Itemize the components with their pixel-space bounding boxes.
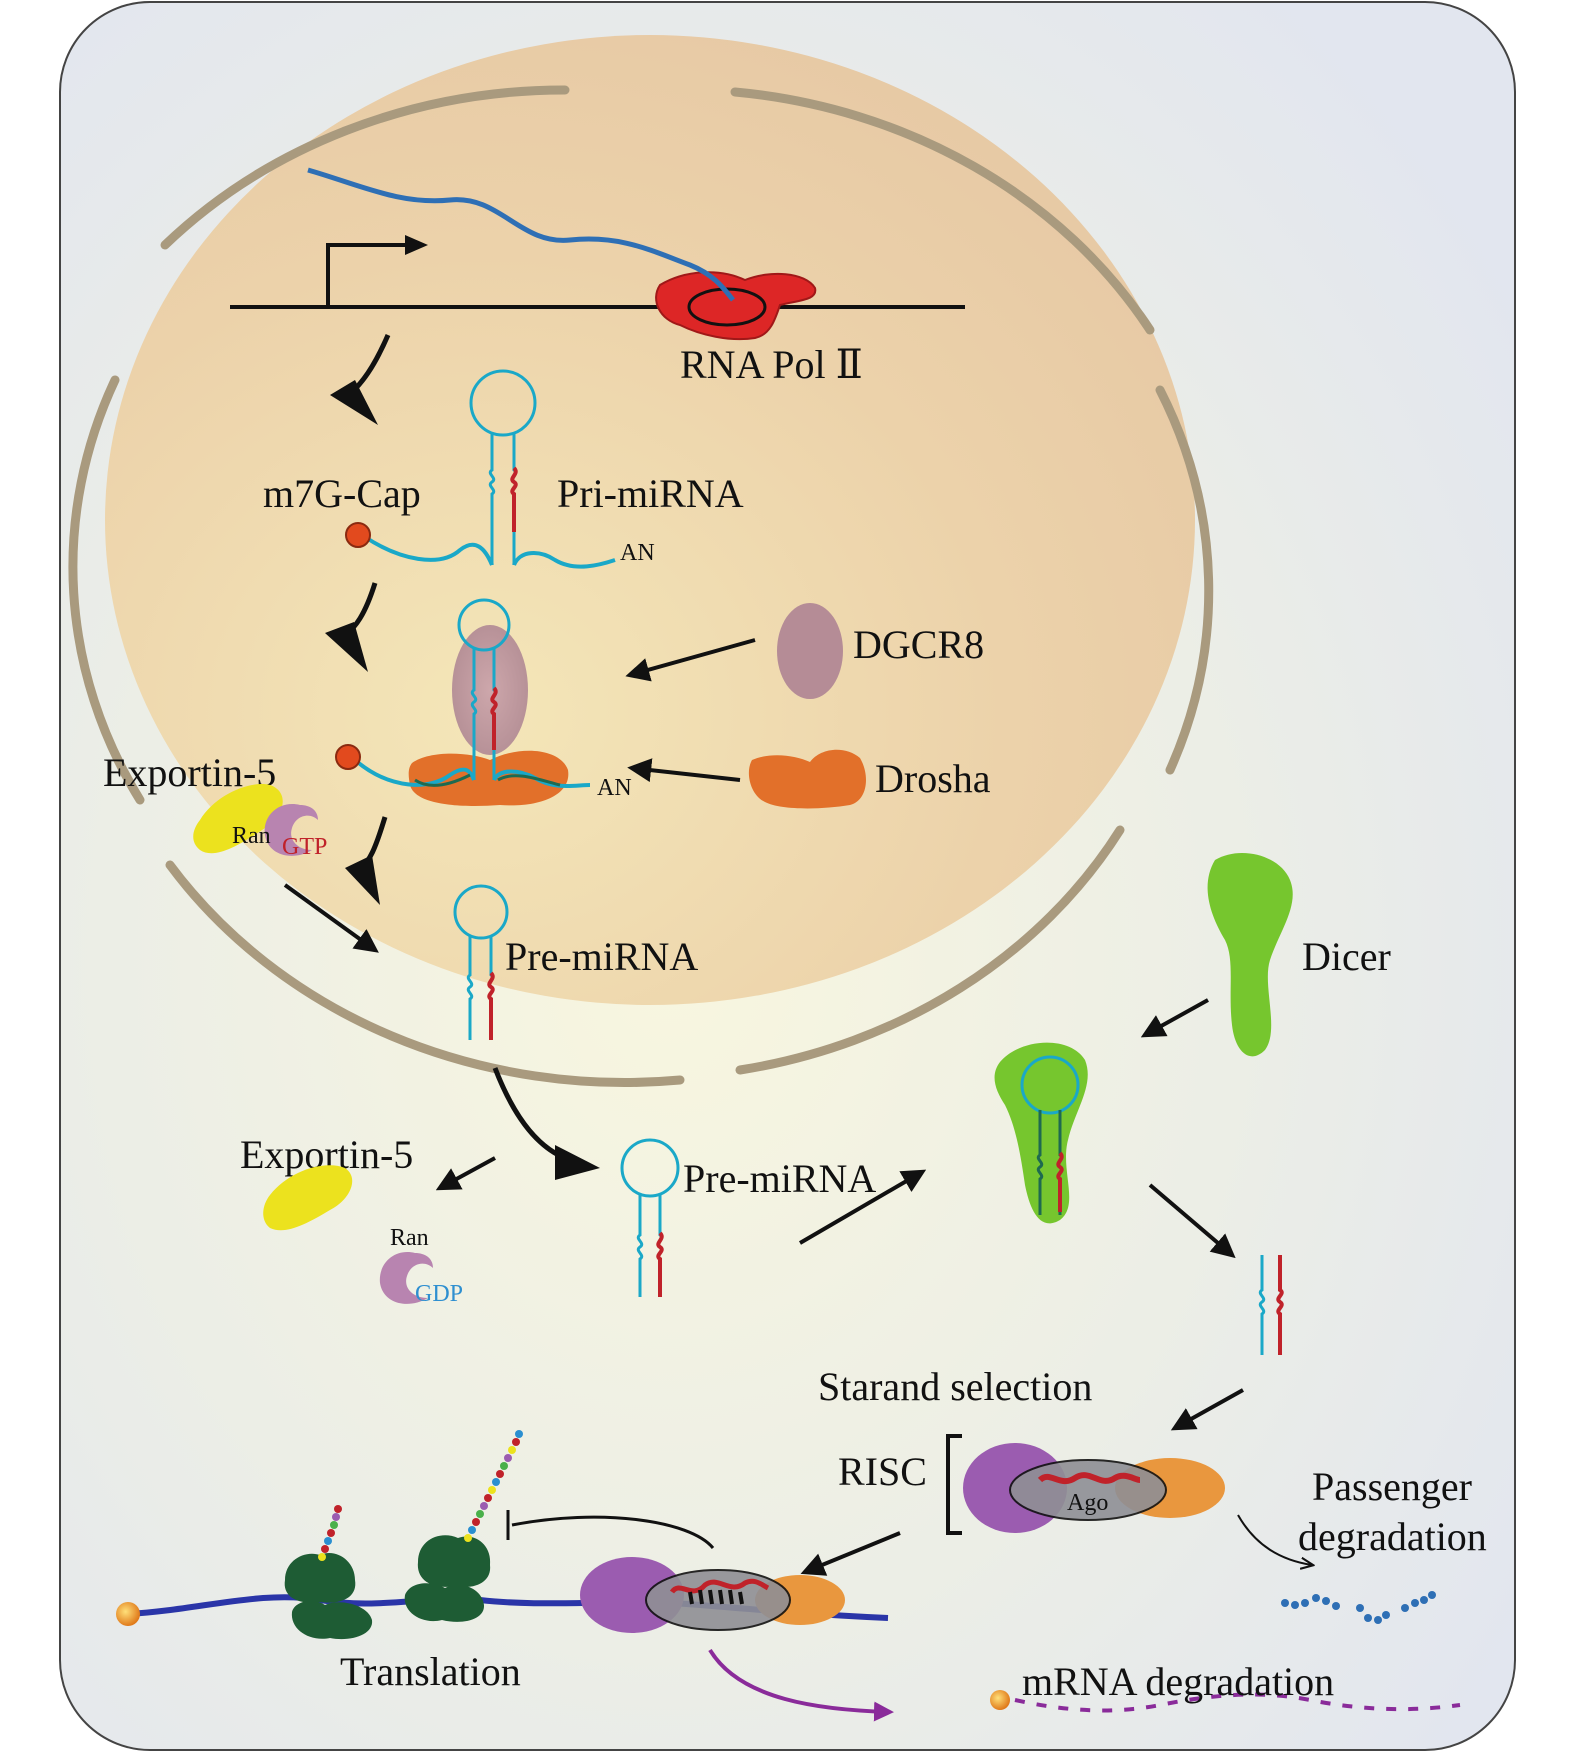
ran-gdp-ran-label: Ran bbox=[390, 1225, 429, 1251]
dgcr8-label: DGCR8 bbox=[853, 622, 984, 667]
degradation-arrow bbox=[708, 1648, 894, 1722]
nucleus bbox=[68, 35, 1214, 1088]
rna-pol-label: RNA Pol Ⅱ bbox=[680, 342, 863, 387]
pre-mirna-cytoplasm bbox=[620, 1138, 680, 1297]
nuclear-export-arrow bbox=[492, 1067, 600, 1180]
ran-gdp-gdp-label: GDP bbox=[415, 1281, 463, 1307]
nascent-peptide-1 bbox=[318, 1505, 342, 1561]
ran-gtp-ran-label: Ran bbox=[232, 823, 271, 849]
degraded-mrna bbox=[1014, 1692, 1461, 1713]
nascent-peptide-2 bbox=[464, 1430, 523, 1542]
dicer-complex bbox=[994, 1042, 1088, 1224]
passenger-label-1: Passenger bbox=[1312, 1464, 1472, 1509]
ago-label: Ago bbox=[1067, 1490, 1108, 1516]
translation-label: Translation bbox=[340, 1649, 521, 1694]
passenger-arrow bbox=[1237, 1514, 1312, 1565]
ribosome-2 bbox=[404, 1535, 491, 1622]
ran-gdp-protein bbox=[379, 1252, 433, 1304]
rna-pol-ii bbox=[655, 271, 817, 341]
translation-inhibition bbox=[511, 1515, 715, 1549]
export-arrow-to-pre-mirna bbox=[283, 883, 379, 953]
dicer-protein bbox=[1207, 852, 1293, 1057]
risc-label: RISC bbox=[838, 1449, 927, 1494]
step-arrow-1 bbox=[330, 334, 391, 425]
dgcr8-arrow bbox=[625, 638, 756, 682]
risc-bracket bbox=[946, 1434, 962, 1535]
dna-strand bbox=[230, 235, 965, 309]
an-label-top: AN bbox=[620, 540, 655, 566]
dicer-label: Dicer bbox=[1302, 934, 1391, 979]
drosha-arrow bbox=[627, 758, 741, 783]
dicer-arrow bbox=[1140, 998, 1209, 1038]
nascent-transcript bbox=[307, 167, 735, 302]
nuclear-envelope bbox=[68, 85, 1214, 1088]
passenger-fragments bbox=[1281, 1591, 1436, 1624]
exportin-protein-cytoplasm bbox=[263, 1165, 353, 1231]
degraded-mrna-cap bbox=[990, 1690, 1010, 1710]
duplex-arrow bbox=[1148, 1183, 1236, 1259]
ran-gtp-protein bbox=[264, 804, 318, 856]
to-dicer-arrow bbox=[798, 1169, 927, 1245]
strand-selection-label: Starand selection bbox=[818, 1364, 1092, 1409]
step-arrow-2 bbox=[325, 582, 378, 672]
drosha-label: Drosha bbox=[875, 756, 991, 801]
microprocessor-complex bbox=[335, 598, 591, 806]
mirna-duplex bbox=[1258, 1255, 1284, 1355]
dgcr8-protein bbox=[777, 603, 843, 699]
step-arrow-3 bbox=[345, 816, 388, 905]
ran-gtp-gtp-label: GTP bbox=[282, 834, 327, 860]
pri-mirna bbox=[345, 369, 616, 569]
passenger-label-2: degradation bbox=[1298, 1514, 1487, 1559]
m7g-cap-label: m7G-Cap bbox=[263, 471, 421, 516]
risc-on-target bbox=[580, 1557, 845, 1633]
drosha-protein bbox=[748, 749, 866, 809]
exportin-release-arrow bbox=[435, 1156, 496, 1191]
mrna-cap bbox=[116, 1602, 140, 1626]
promoter-arrow bbox=[326, 243, 410, 307]
targeting-arrow bbox=[800, 1531, 901, 1576]
pre-mirna-label-cytoplasm: Pre-miRNA bbox=[683, 1156, 876, 1201]
exportin-protein-nucleus bbox=[193, 784, 283, 854]
pre-mirna-nucleus bbox=[453, 884, 509, 1040]
risc-loading-arrow bbox=[1170, 1388, 1244, 1431]
pre-mirna-label-nucleus: Pre-miRNA bbox=[505, 934, 698, 979]
mrna-degradation-label: mRNA degradation bbox=[1022, 1659, 1334, 1704]
pri-mirna-label: Pri-miRNA bbox=[557, 471, 744, 516]
risc-complex: Ago bbox=[963, 1443, 1225, 1533]
ribosome-1 bbox=[284, 1552, 373, 1640]
an-label-bottom: AN bbox=[597, 775, 632, 801]
